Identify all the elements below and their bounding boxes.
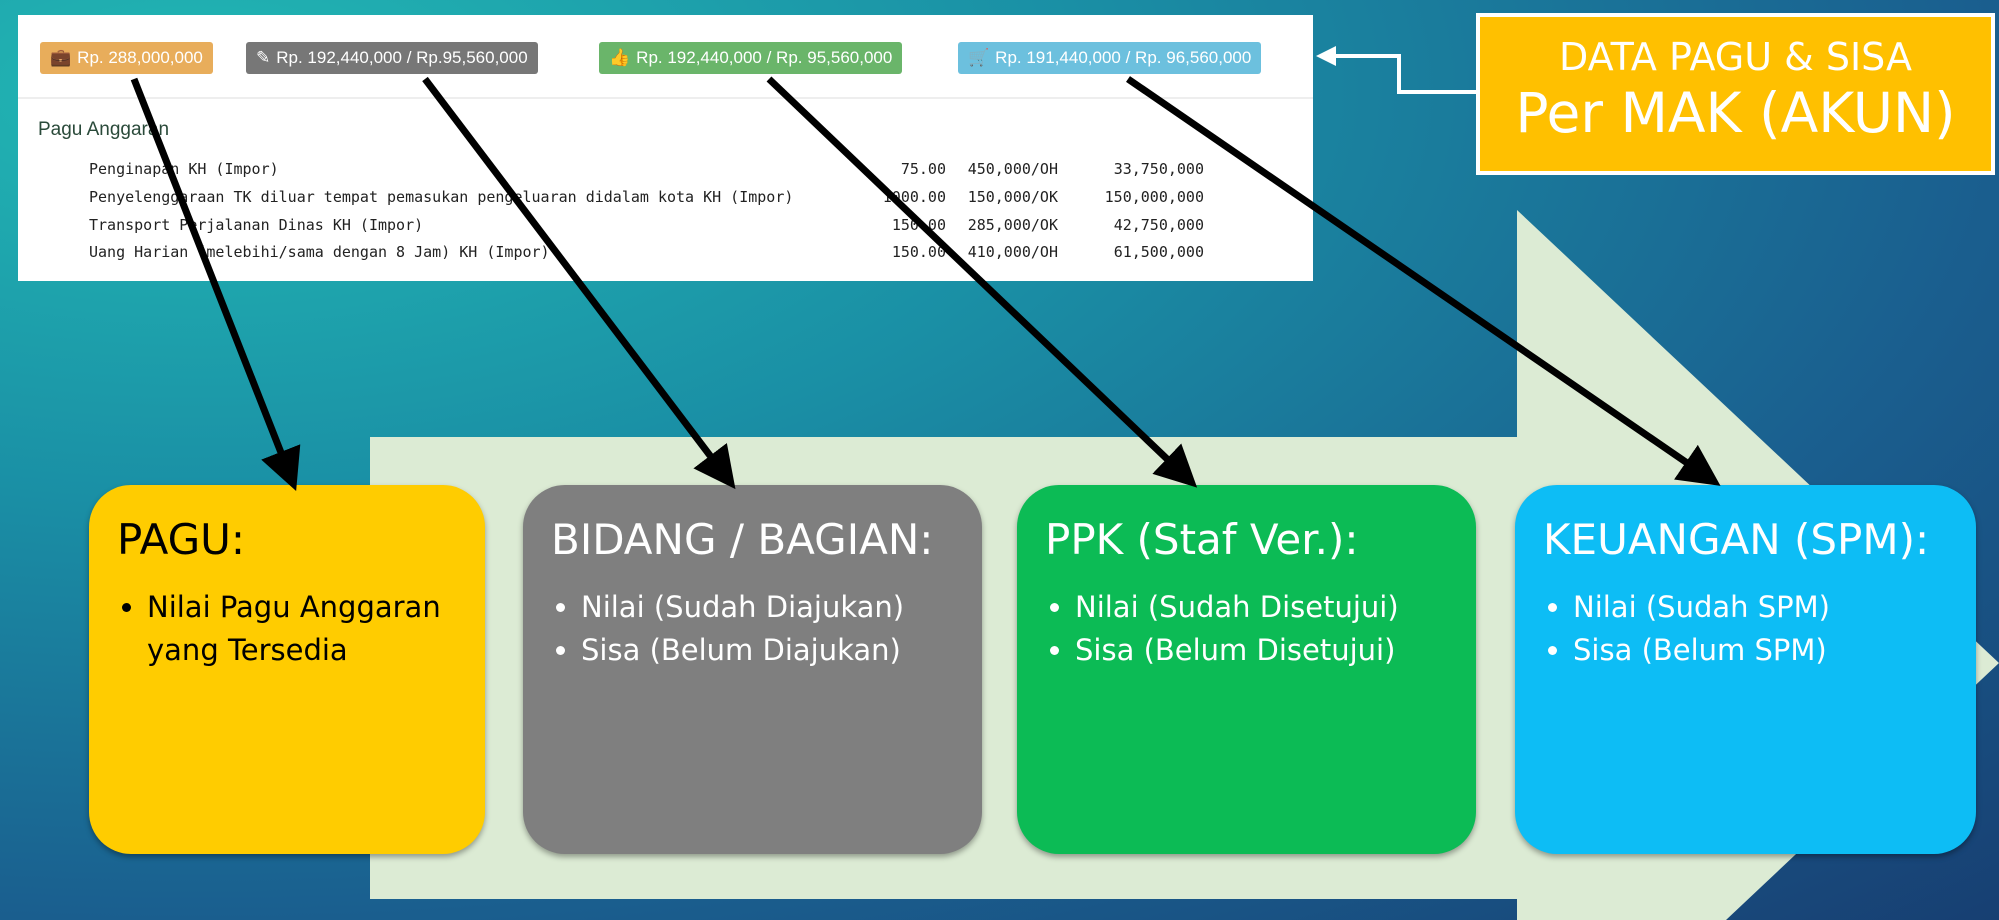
table-row: Transport Perjalanan Dinas KH (Impor)150… (89, 216, 1204, 234)
pagu-box: PAGU: Nilai Pagu Anggaran yang Tersedia (89, 485, 485, 854)
callout-box: DATA PAGU & SISA Per MAK (AKUN) (1476, 13, 1995, 175)
box-item: Sisa (Belum Disetujui) (1075, 629, 1448, 672)
ppk-box: PPK (Staf Ver.): Nilai (Sudah Disetujui)… (1017, 485, 1476, 854)
box-title: PAGU: (117, 515, 246, 564)
table-row: Penyelenggaraan TK diluar tempat pemasuk… (89, 188, 1204, 206)
spm-badge[interactable]: 🛒Rp. 191,440,000 / Rp. 96,560,000 (958, 42, 1262, 74)
briefcase-icon: 💼 (50, 48, 72, 67)
budget-panel: 💼Rp. 288,000,000 ✎Rp. 192,440,000 / Rp.9… (18, 15, 1313, 281)
disetujui-badge[interactable]: 👍Rp. 192,440,000 / Rp. 95,560,000 (599, 42, 903, 74)
bidang-box: BIDANG / BAGIAN: Nilai (Sudah Diajukan)S… (523, 485, 982, 854)
box-title: PPK (Staf Ver.): (1045, 515, 1359, 564)
diajukan-badge[interactable]: ✎Rp. 192,440,000 / Rp.95,560,000 (246, 42, 538, 74)
thumbs-up-icon: 👍 (609, 48, 631, 67)
callout-line2: Per MAK (AKUN) (1515, 81, 1956, 145)
box-item: Sisa (Belum Diajukan) (581, 629, 954, 672)
cart-icon: 🛒 (968, 48, 990, 67)
box-title: KEUANGAN (SPM): (1543, 515, 1930, 564)
box-item: Nilai Pagu Anggaran yang Tersedia (147, 586, 457, 672)
box-item: Nilai (Sudah SPM) (1573, 586, 1948, 629)
pagu-anggaran-title: Pagu Anggaran (38, 119, 170, 140)
callout-line1: DATA PAGU & SISA (1559, 35, 1912, 79)
keuangan-box: KEUANGAN (SPM): Nilai (Sudah SPM)Sisa (B… (1515, 485, 1976, 854)
table-row: Uang Harian (melebihi/sama dengan 8 Jam)… (89, 243, 1204, 261)
box-item: Nilai (Sudah Disetujui) (1075, 586, 1448, 629)
box-item: Sisa (Belum SPM) (1573, 629, 1948, 672)
edit-icon: ✎ (256, 48, 271, 67)
box-title: BIDANG / BAGIAN: (551, 515, 934, 564)
box-item: Nilai (Sudah Diajukan) (581, 586, 954, 629)
divider (18, 97, 1313, 99)
pagu-badge[interactable]: 💼Rp. 288,000,000 (40, 42, 213, 74)
